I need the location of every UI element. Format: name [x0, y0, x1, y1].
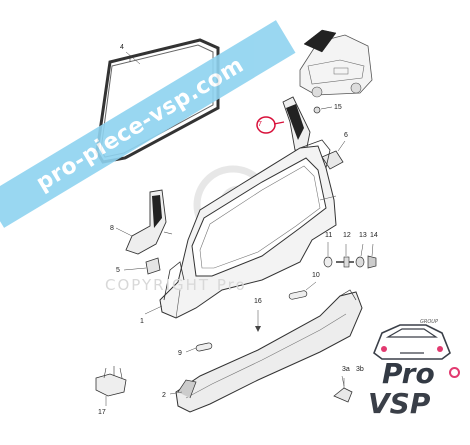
part-2-sill: [175, 289, 363, 413]
callout-10: 10: [312, 272, 320, 279]
part-1-frame: [159, 139, 337, 319]
callout-4: 4: [120, 44, 124, 51]
logo-group-label: GROUP: [420, 319, 438, 325]
part-15-screw: [313, 106, 333, 114]
callout-1: 1: [140, 318, 144, 325]
copyright-watermark: COPYRIGHT Pro: [105, 276, 247, 294]
callout-6: 6: [344, 132, 348, 139]
part-17-connector: [95, 366, 127, 397]
logo-dot-icon: [449, 367, 460, 378]
part-8-bracket: [125, 189, 173, 255]
callout-8: 8: [110, 225, 114, 232]
leader-lines: [105, 51, 374, 406]
part-6-clip: [321, 140, 346, 170]
callout-3b: 3b: [356, 366, 364, 373]
vehicle-thumbnail: [299, 29, 373, 98]
callout-16: 16: [254, 298, 262, 305]
callout-7: 7: [258, 121, 262, 128]
callout-3a: 3a: [342, 366, 350, 373]
callout-5: 5: [116, 267, 120, 274]
part-3-bracket: [333, 378, 353, 403]
callout-9: 9: [178, 350, 182, 357]
callout-11: 11: [325, 232, 333, 239]
part-10-strip: [288, 290, 308, 300]
callout-17: 17: [98, 409, 106, 416]
logo-word-pro: Pro: [382, 357, 435, 390]
callout-2: 2: [162, 392, 166, 399]
part-9-strip: [195, 342, 213, 352]
logo-word-vsp: VSP: [368, 387, 431, 420]
callout-12: 12: [343, 232, 351, 239]
callout-15: 15: [334, 104, 342, 111]
part-7-bracket: [256, 96, 311, 153]
arrow-16: [255, 326, 261, 332]
callout-14: 14: [370, 232, 378, 239]
pro-vsp-logo: GROUP Pro VSP: [360, 315, 465, 430]
part-5-clip: [145, 257, 161, 275]
fasteners-11-14: [323, 255, 377, 269]
logo-car-icon: [373, 324, 451, 360]
callout-13: 13: [359, 232, 367, 239]
